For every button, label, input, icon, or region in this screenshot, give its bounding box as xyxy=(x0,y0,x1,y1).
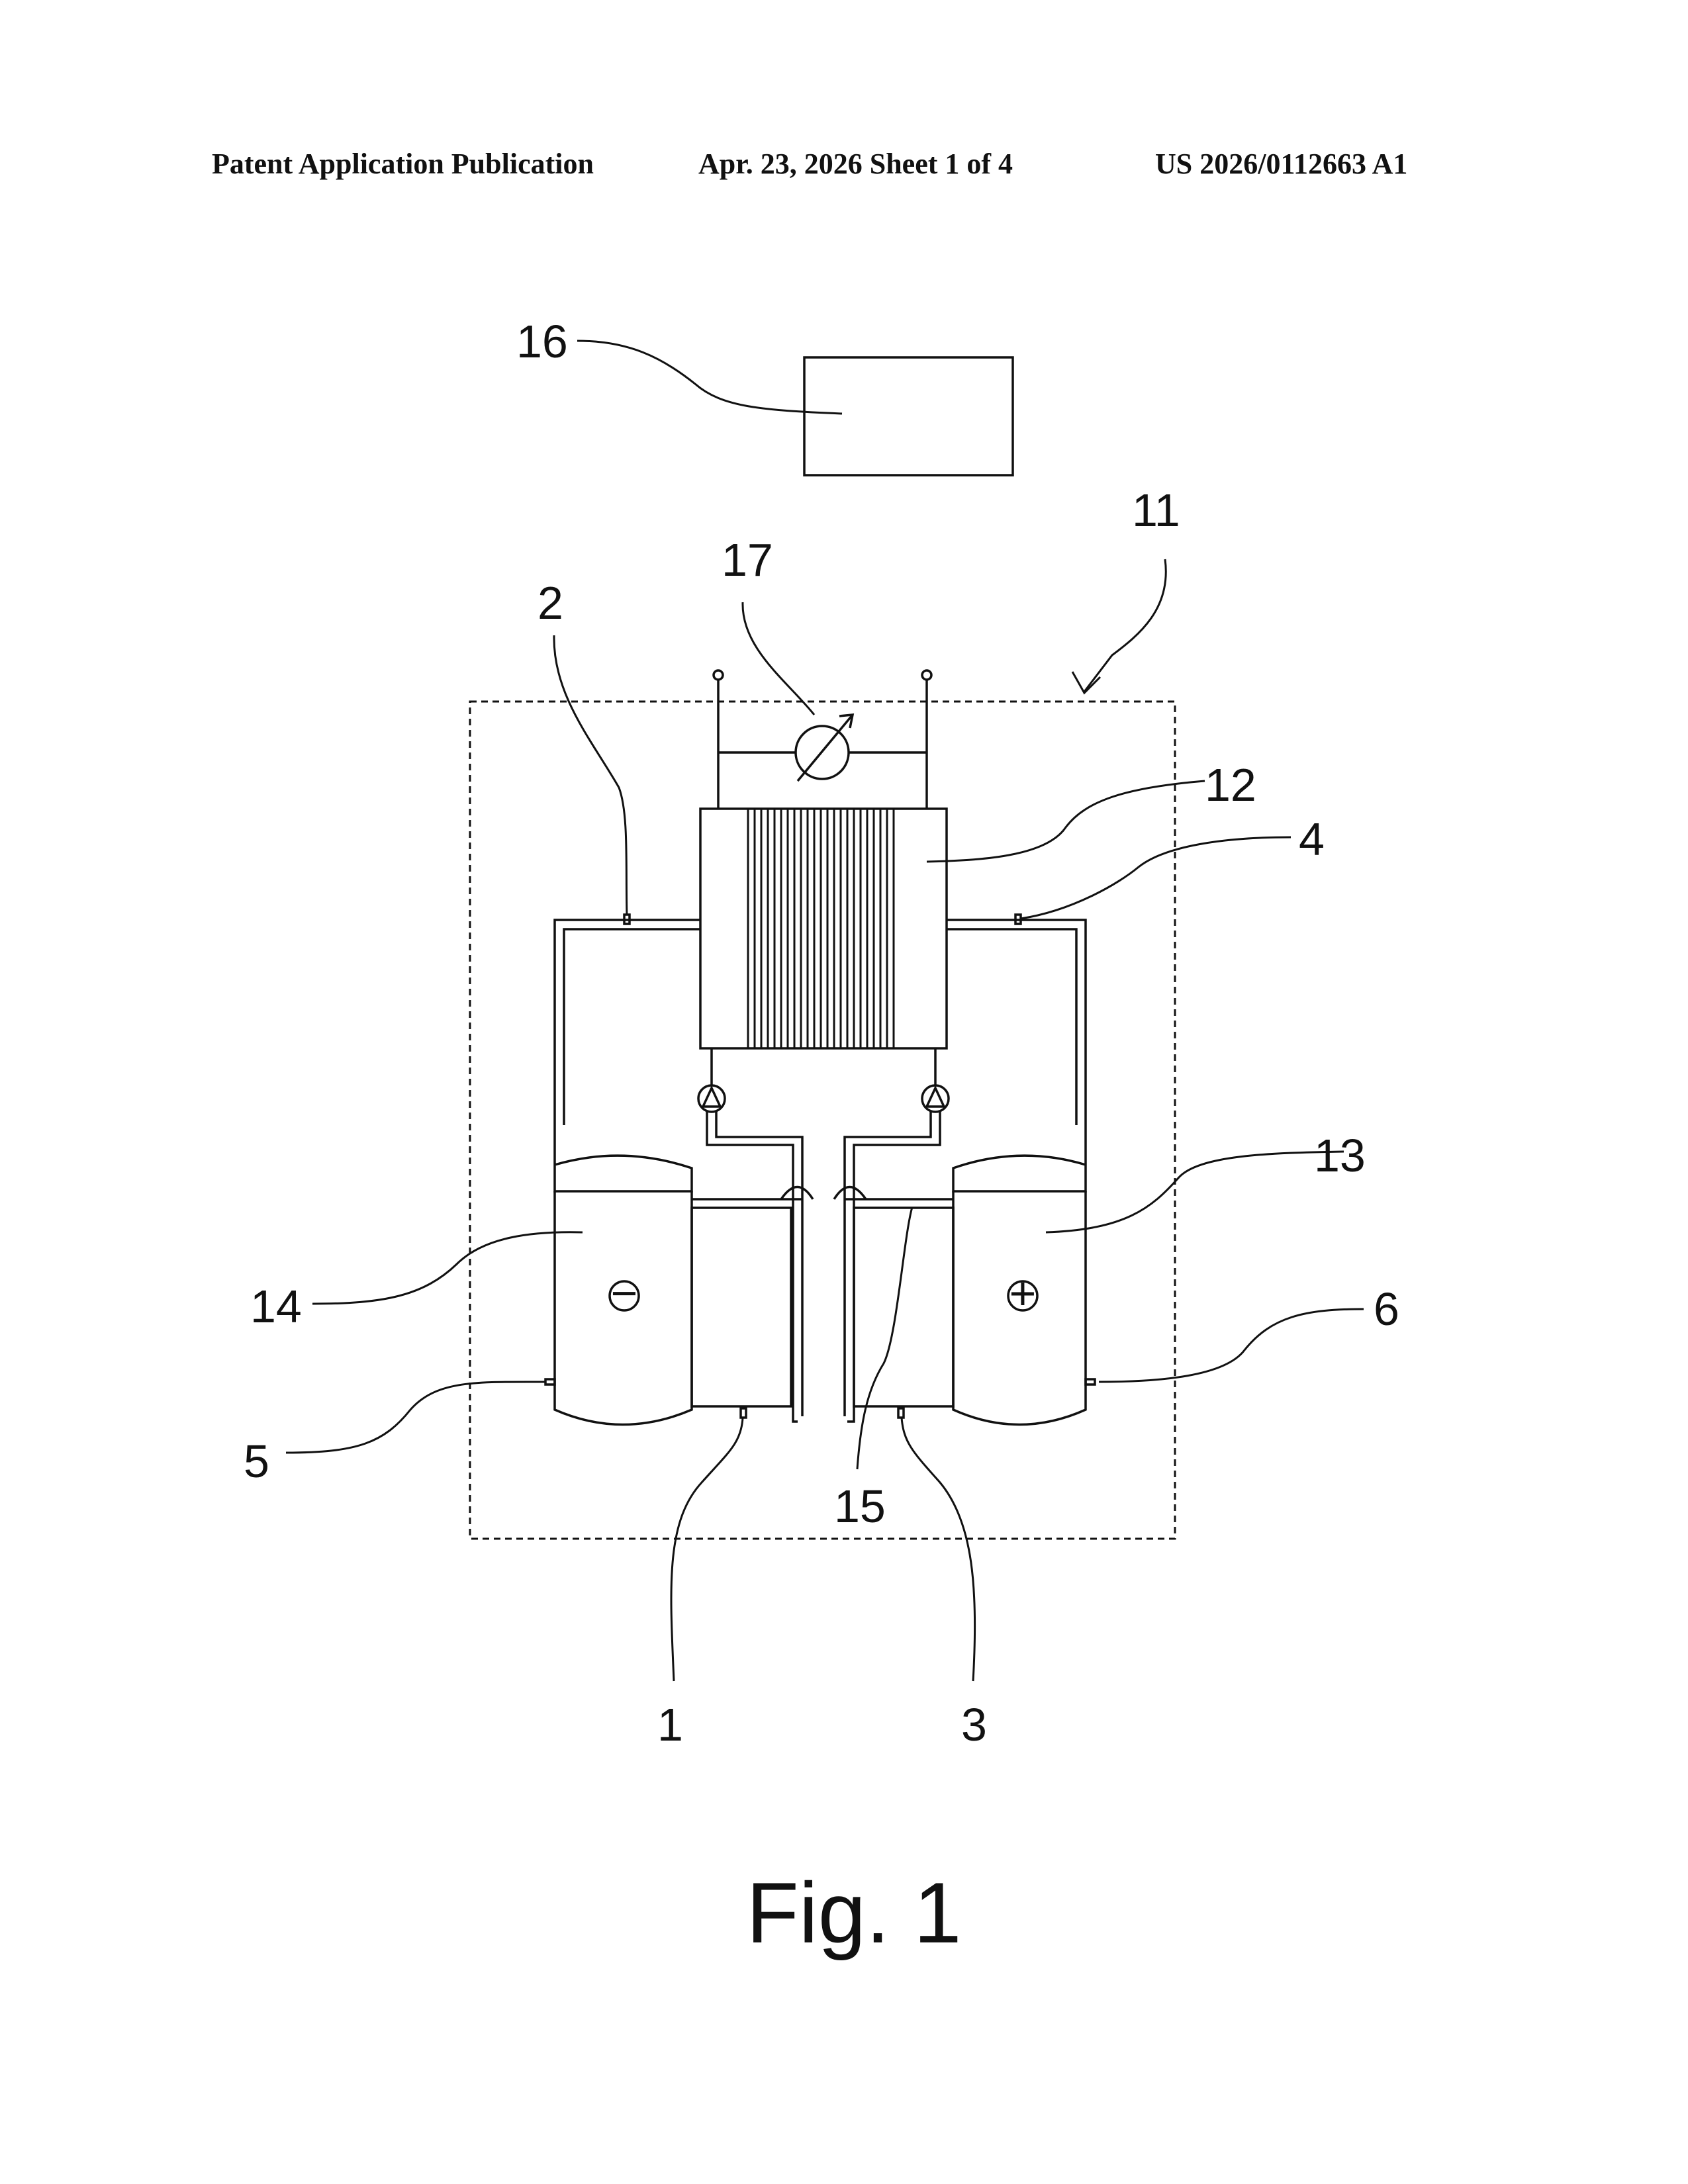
tank-negative: − xyxy=(555,1125,802,1425)
ref-17: 17 xyxy=(722,534,773,586)
sensor-3 xyxy=(898,1408,904,1418)
meter-icon xyxy=(796,715,853,781)
center-pipes xyxy=(707,1112,940,1422)
system-boundary xyxy=(470,702,1175,1539)
sensor-1 xyxy=(741,1408,746,1418)
ref-4: 4 xyxy=(1299,813,1325,865)
stack-plates xyxy=(748,809,894,1048)
ref-14: 14 xyxy=(250,1281,302,1332)
leader-lines xyxy=(286,341,1364,1681)
sensor-5 xyxy=(545,1379,555,1385)
pump-left-icon xyxy=(698,1048,725,1112)
tank-positive: + xyxy=(845,1125,1086,1425)
cell-stack xyxy=(700,809,947,1048)
sensor-6 xyxy=(1086,1379,1095,1385)
ref-6: 6 xyxy=(1374,1283,1399,1335)
controller-box xyxy=(804,357,1013,475)
ref-16: 16 xyxy=(516,316,568,367)
positive-symbol: + xyxy=(1009,1267,1037,1319)
figure-caption: Fig. 1 xyxy=(746,1864,961,1961)
terminals xyxy=(714,670,931,809)
pump-right-icon xyxy=(922,1048,949,1112)
ref-5: 5 xyxy=(244,1435,269,1487)
ref-12: 12 xyxy=(1205,759,1256,811)
ref-13: 13 xyxy=(1314,1130,1366,1181)
ref-11: 11 xyxy=(1132,484,1180,536)
ref-3: 3 xyxy=(961,1699,987,1751)
ref-15: 15 xyxy=(834,1480,886,1532)
negative-symbol: − xyxy=(611,1267,638,1319)
ref-1: 1 xyxy=(657,1699,683,1751)
ref-2: 2 xyxy=(538,577,563,629)
